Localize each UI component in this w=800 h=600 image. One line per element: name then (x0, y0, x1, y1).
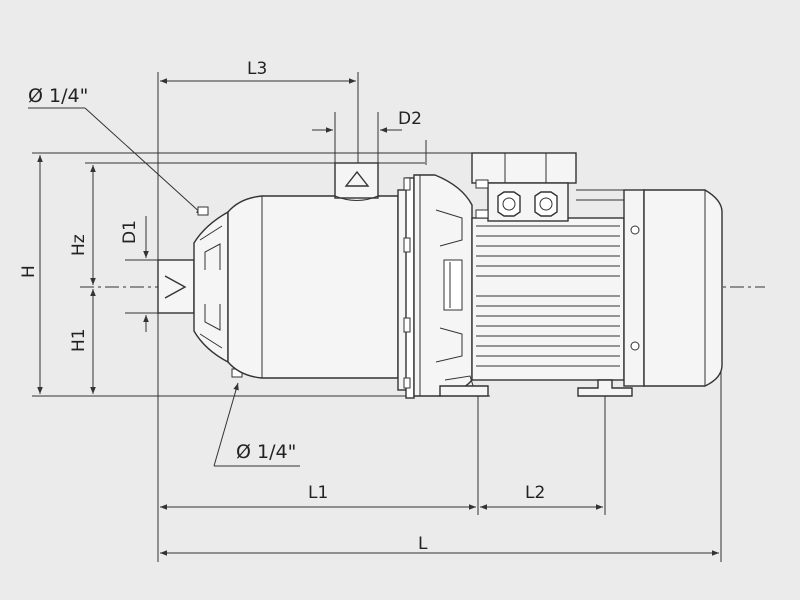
cable-gland-2 (534, 191, 558, 217)
label-h: H (19, 265, 39, 278)
dimension-lines (37, 78, 719, 556)
terminal-box (471, 152, 577, 184)
label-l3: L3 (247, 59, 267, 79)
label-port-bottom: Ø 1/4" (236, 441, 296, 463)
motor-end-shield (623, 189, 645, 387)
label-l1: L1 (308, 483, 328, 503)
motor-frame (471, 217, 625, 381)
port-leaders (28, 107, 300, 467)
label-l: L (418, 534, 428, 554)
bracket-foot (439, 385, 489, 397)
suction-nozzle (157, 259, 195, 314)
pump-body (157, 152, 723, 399)
discharge-nozzle (334, 162, 379, 199)
motor-fins (476, 225, 620, 367)
label-hz: Hz (69, 234, 89, 256)
fan-cover (643, 189, 723, 387)
label-l2: L2 (525, 483, 545, 503)
front-cover (193, 210, 229, 364)
label-h1: H1 (69, 328, 89, 352)
label-d2: D2 (398, 109, 422, 129)
label-d1: D1 (120, 220, 140, 244)
motor-bracket (413, 174, 473, 397)
cable-gland-1 (497, 191, 521, 217)
motor-foot (577, 379, 633, 397)
pump-casing (227, 195, 399, 379)
label-port-top: Ø 1/4" (28, 85, 88, 107)
dimension-labels: L3 D2 D1 Hz H H1 L1 L2 L Ø 1/4" Ø 1/4" (19, 59, 545, 554)
